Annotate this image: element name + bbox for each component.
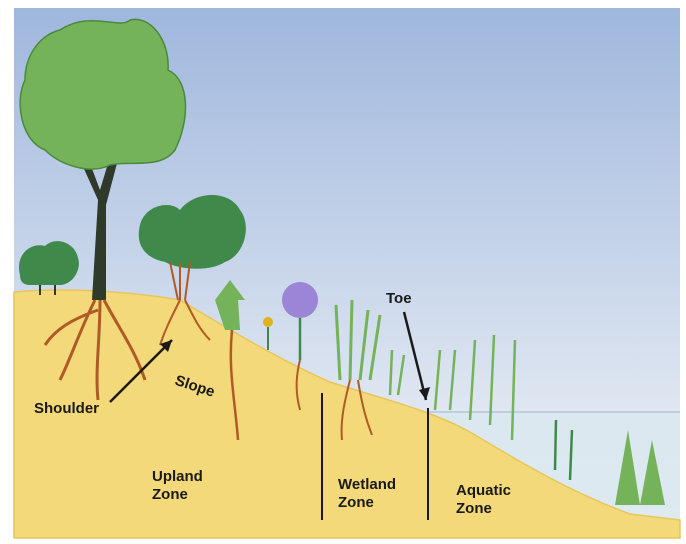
upland-zone-label-line2: Zone — [152, 486, 203, 504]
wetland-zone-label-line1: Wetland — [338, 476, 396, 494]
aquatic-zone-label: Aquatic Zone — [456, 482, 511, 518]
wetland-zone-label-line2: Zone — [338, 494, 396, 512]
toe-label: Toe — [386, 290, 412, 308]
aquatic-zone-label-line1: Aquatic — [456, 482, 511, 500]
wetland-zone-label: Wetland Zone — [338, 476, 396, 512]
upland-zone-label: Upland Zone — [152, 468, 203, 504]
upland-zone-label-line1: Upland — [152, 468, 203, 486]
shoulder-label: Shoulder — [34, 400, 99, 418]
aquatic-zone-label-line2: Zone — [456, 500, 511, 518]
